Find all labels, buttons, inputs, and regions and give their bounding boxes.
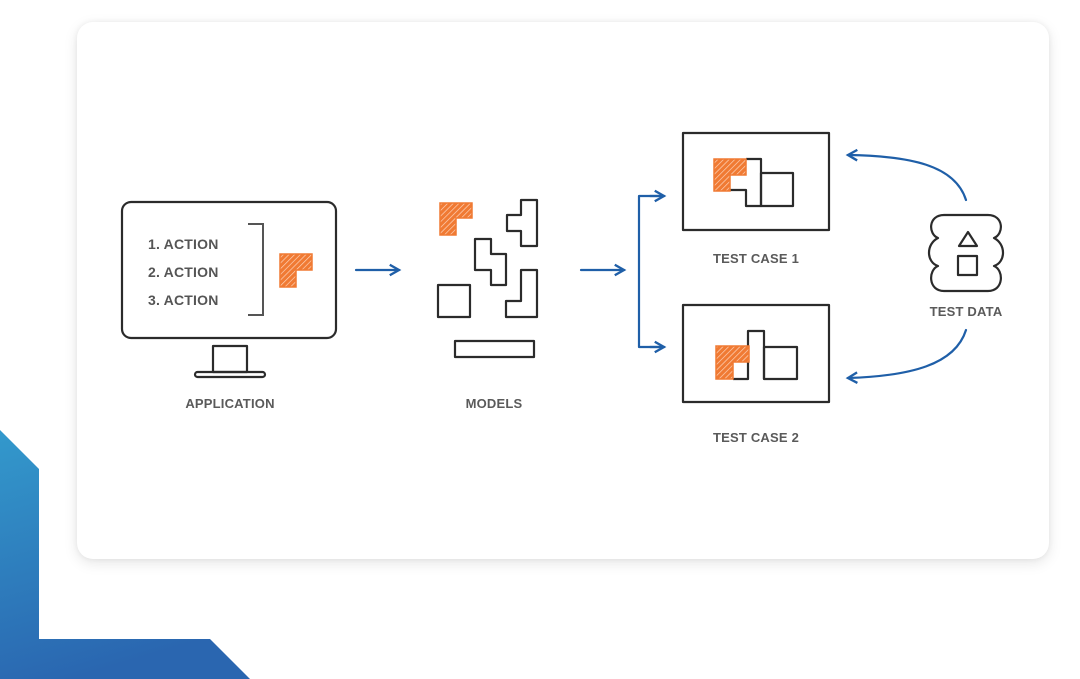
curved-arrow-to-test-case-2-icon <box>845 328 968 385</box>
action-item-1: 1. ACTION <box>148 236 219 252</box>
database-icon <box>927 213 1005 293</box>
test-case-2-piece-square <box>762 345 799 381</box>
model-piece-orange-icon <box>439 202 473 236</box>
test-case-1-piece-orange <box>713 158 747 192</box>
test-case-1-piece-t <box>730 157 763 208</box>
model-piece-icon <box>279 253 313 288</box>
square-icon <box>956 254 979 277</box>
test-data-group: TEST DATA <box>927 213 1005 319</box>
test-case-2-group: TEST CASE 2 <box>681 303 831 445</box>
models-label: MODELS <box>466 396 523 411</box>
model-piece-s-icon <box>473 237 508 287</box>
test-case-1-group: TEST CASE 1 <box>681 131 831 266</box>
diagram-card <box>77 22 1049 559</box>
monitor-icon <box>120 200 338 379</box>
test-case-2-piece-orange <box>715 345 750 380</box>
action-item-2: 2. ACTION <box>148 264 219 280</box>
application-group: 1. ACTION 2. ACTION 3. ACTION APPLICATIO… <box>120 200 338 411</box>
model-piece-t-icon <box>505 198 539 248</box>
test-case-1-label: TEST CASE 1 <box>713 251 799 266</box>
branch-connector <box>637 194 666 349</box>
test-case-2-label: TEST CASE 2 <box>713 430 799 445</box>
model-piece-l-icon <box>504 268 539 319</box>
test-case-1-frame <box>681 131 831 232</box>
curved-arrow-to-test-case-1-icon <box>845 148 968 202</box>
models-group: MODELS <box>436 198 539 411</box>
test-case-2-frame <box>681 303 831 404</box>
model-piece-bar-icon <box>453 339 536 359</box>
triangle-icon <box>957 230 979 248</box>
model-piece-square-icon <box>436 283 472 319</box>
application-label: APPLICATION <box>185 396 274 411</box>
bracket-icon <box>248 223 264 316</box>
test-data-label: TEST DATA <box>930 304 1003 319</box>
test-case-1-piece-square <box>759 171 795 208</box>
action-item-3: 3. ACTION <box>148 292 219 308</box>
